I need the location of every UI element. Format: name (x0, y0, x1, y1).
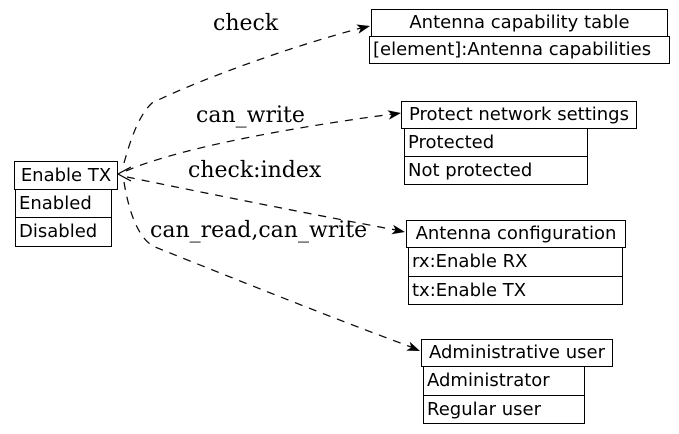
arrowhead-to-administrative-user-icon (406, 341, 420, 351)
edge-label-check: check (213, 11, 279, 36)
node-row-protected: Protected (404, 128, 588, 157)
edge-label-check-index: check:index (188, 158, 322, 183)
node-row-regular-user: Regular user (423, 395, 585, 424)
node-row-element-antenna-capabilities: [element]:Antenna capabilities (369, 36, 670, 64)
node-row-enabled: Enabled (15, 189, 112, 218)
edge-can-write (125, 113, 394, 172)
arrowhead-to-protect-network-settings-icon (387, 110, 401, 120)
edge-label-can-read-can-write: can_read,can_write (150, 218, 368, 243)
edge-label-can-write: can_write (196, 103, 305, 128)
edge-check-index (126, 176, 397, 231)
node-title-antenna-configuration: Antenna configuration (406, 220, 626, 248)
arrowhead-to-antenna-configuration-icon (391, 224, 405, 235)
node-row-rx-enable-rx: rx:Enable RX (408, 247, 623, 277)
node-row-tx-enable-tx: tx:Enable TX (408, 276, 623, 305)
node-row-not-protected: Not protected (404, 156, 588, 185)
node-title-enable-tx: Enable TX (14, 161, 118, 190)
arrowhead-to-antenna-capability-table-icon (356, 24, 370, 34)
edge-can-read-can-write (123, 181, 412, 348)
edge-check (123, 27, 362, 164)
node-title-antenna-capability-table: Antenna capability table (371, 9, 668, 37)
node-title-protect-network-settings: Protect network settings (401, 101, 637, 129)
node-row-disabled: Disabled (15, 217, 112, 247)
arrowhead-to-enable-tx-icon (116, 166, 132, 182)
node-row-administrator: Administrator (423, 366, 585, 396)
node-title-administrative-user: Administrative user (421, 339, 613, 367)
